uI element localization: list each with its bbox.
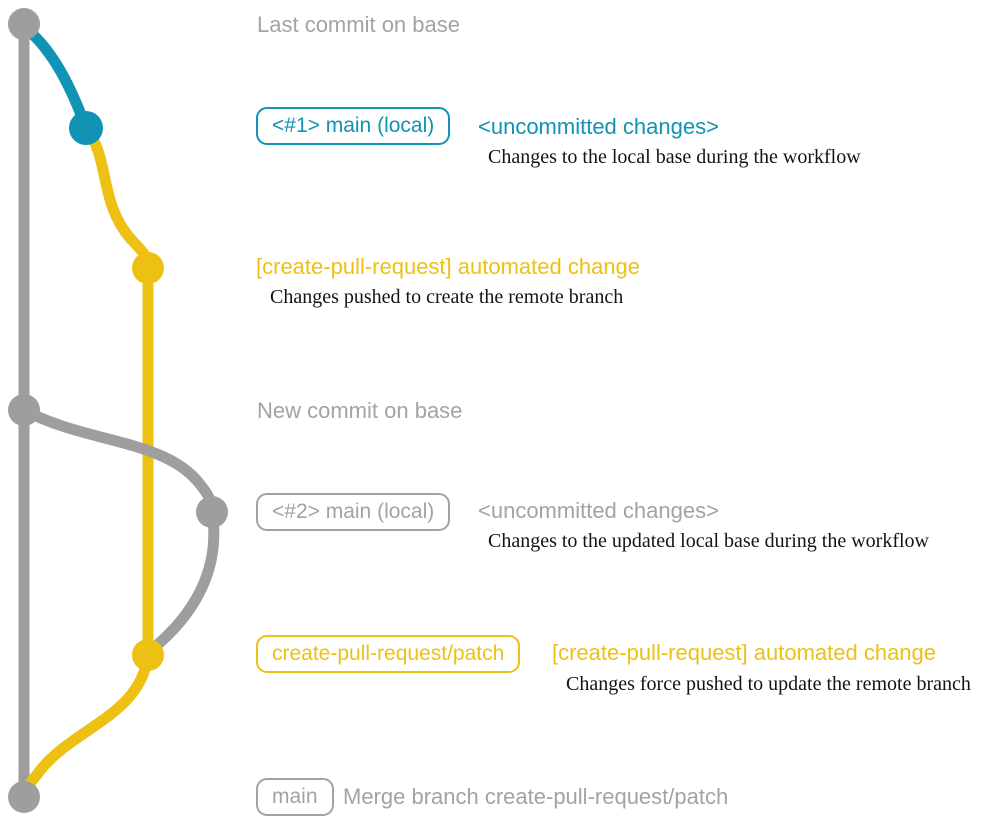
commit-message-automated-2: [create-pull-request] automated change (552, 640, 937, 665)
commit-dot-automated-2 (132, 639, 164, 671)
commit-message-automated-1: [create-pull-request] automated change (256, 254, 641, 279)
branch-label-main: main (256, 778, 334, 816)
commit-dot-uncommitted-2 (196, 496, 228, 528)
branch-label-main-local-2: <#2> main (local) (256, 493, 451, 531)
commit-dot-last-base (8, 8, 40, 40)
patch-branch-curve-upper (80, 122, 154, 276)
local-change-line-1 (18, 21, 92, 134)
description-pushed-create: Changes pushed to create the remote bran… (270, 286, 624, 308)
commit-dot-uncommitted-1 (69, 111, 103, 145)
description-updated-local-base: Changes to the updated local base during… (488, 530, 929, 552)
branch-label-patch: create-pull-request/patch (256, 635, 521, 673)
uncommitted-changes-status-2: <uncommitted changes> (478, 498, 719, 523)
commit-dot-automated-1 (132, 252, 164, 284)
update-curve-gray-upper (18, 404, 218, 520)
commit-message-merge: Merge branch create-pull-request/patch (343, 784, 729, 809)
description-local-base-changes: Changes to the local base during the wor… (488, 146, 861, 168)
uncommitted-changes-status-1: <uncommitted changes> (478, 114, 719, 139)
commit-dot-new-base (8, 394, 40, 426)
new-commit-title: New commit on base (257, 398, 463, 423)
update-curve-gray-lower (144, 506, 220, 657)
branch-label-main-local-1: <#1> main (local) (256, 107, 451, 145)
description-force-pushed: Changes force pushed to update the remot… (566, 673, 971, 695)
merge-curve-yellow (18, 649, 154, 803)
commit-dot-merge (8, 781, 40, 813)
last-commit-title: Last commit on base (257, 12, 460, 37)
